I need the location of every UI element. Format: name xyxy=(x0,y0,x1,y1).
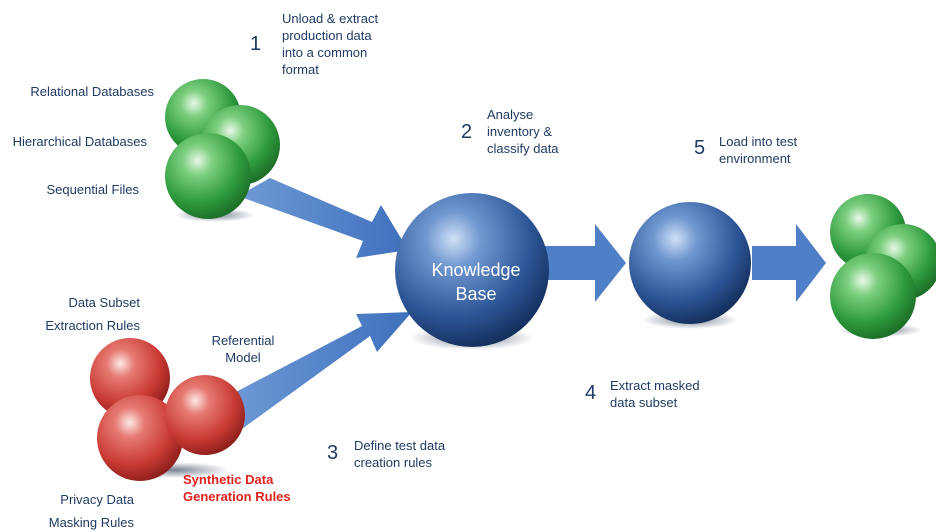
rule-sphere-privacy xyxy=(97,395,183,481)
target-sphere-3 xyxy=(830,253,916,339)
label-referential-model: Referential Model xyxy=(211,333,275,365)
step-2-number: 2 xyxy=(461,121,473,143)
step-1-number: 1 xyxy=(250,33,262,55)
step-4-text: Extract masked data subset xyxy=(610,378,700,410)
label-relational-databases: Relational Databases xyxy=(30,84,154,99)
step-1-text: Unload & extract production data into a … xyxy=(282,11,379,77)
label-hierarchical-databases: Hierarchical Databases xyxy=(12,134,147,149)
arrow-kb-to-subset xyxy=(545,224,626,302)
masked-subset-sphere xyxy=(629,202,751,324)
arrow-sources-to-kb xyxy=(238,178,408,258)
source-sphere-sequential xyxy=(165,133,251,219)
step-3-number: 3 xyxy=(327,442,339,464)
knowledge-base-sphere xyxy=(395,193,549,347)
arrow-subset-to-target xyxy=(752,224,826,302)
step-5-number: 5 xyxy=(694,137,706,159)
label-data-subset-extraction-rules: Data Subset Extraction Rules xyxy=(45,295,140,333)
knowledge-base-label: Knowledge Base xyxy=(431,260,521,304)
label-privacy-data-masking-rules: Privacy Data Masking Rules xyxy=(48,492,134,530)
step-3-text: Define test data creation rules xyxy=(354,438,446,470)
step-4-number: 4 xyxy=(585,382,597,404)
step-5-text: Load into test environment xyxy=(719,134,798,166)
step-2-text: Analyse inventory & classify data xyxy=(487,107,559,156)
label-synthetic-data-generation-rules: Synthetic Data Generation Rules xyxy=(183,472,291,504)
label-sequential-files: Sequential Files xyxy=(46,182,140,197)
rule-sphere-referential xyxy=(165,375,245,455)
arrow-rules-to-kb xyxy=(224,312,412,442)
